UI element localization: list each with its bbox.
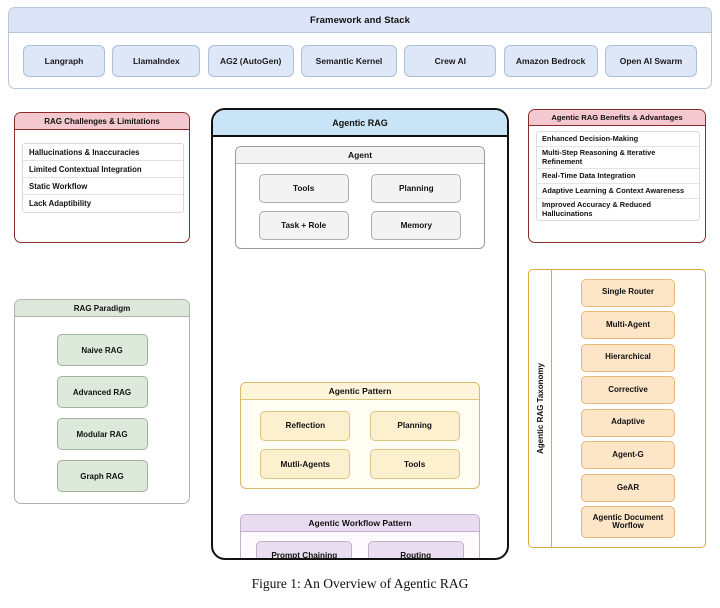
agentic-rag-benefits-panel: Agentic RAG Benefits & Advantages Enhanc… xyxy=(528,109,706,243)
rag-paradigm-panel: RAG Paradigm Naive RAG Advanced RAG Modu… xyxy=(14,299,190,504)
agentic-workflow-chip-grid: Prompt Chaining Routing Orchestrator-wor… xyxy=(241,535,479,558)
taxonomy-chip-agentic-document-worflow[interactable]: Agentic Document Worflow xyxy=(581,506,675,539)
taxonomy-chip-gear[interactable]: GeAR xyxy=(581,473,675,502)
agent-title: Agent xyxy=(236,147,484,164)
pattern-chip-planning[interactable]: Planning xyxy=(369,410,460,441)
agent-chip-tools[interactable]: Tools xyxy=(258,174,349,203)
paradigm-chip-modular-rag[interactable]: Modular RAG xyxy=(56,418,148,450)
pattern-chip-multi-agents[interactable]: Mutli-Agents xyxy=(260,449,351,480)
paradigm-chip-naive-rag[interactable]: Naive RAG xyxy=(56,334,148,366)
taxonomy-chip-adaptive[interactable]: Adaptive xyxy=(581,408,675,437)
paradigm-chip-advanced-rag[interactable]: Advanced RAG xyxy=(56,376,148,408)
rag-challenges-list: Hallucinations & Inaccuracies Limited Co… xyxy=(22,143,184,213)
agentic-rag-panel: Agentic RAG Agent Tools Planning Task + … xyxy=(211,108,509,560)
workflow-chip-routing[interactable]: Routing xyxy=(367,540,464,558)
agentic-rag-title: Agentic RAG xyxy=(213,110,507,137)
framework-chip-semantic-kernel[interactable]: Semantic Kernel xyxy=(300,45,397,77)
framework-chip-langraph[interactable]: Langraph xyxy=(23,45,105,77)
rag-paradigm-title: RAG Paradigm xyxy=(15,300,189,317)
agent-chip-grid: Tools Planning Task + Role Memory xyxy=(236,166,484,248)
agentic-workflow-pattern-subpanel: Agentic Workflow Pattern Prompt Chaining… xyxy=(240,514,480,558)
agentic-pattern-title: Agentic Pattern xyxy=(241,383,479,400)
list-item: Limited Contextual Integration xyxy=(23,161,183,178)
framework-chip-amazon-bedrock[interactable]: Amazon Bedrock xyxy=(503,45,598,77)
agent-subpanel: Agent Tools Planning Task + Role Memory xyxy=(235,146,485,249)
taxonomy-chip-corrective[interactable]: Corrective xyxy=(581,376,675,405)
workflow-row: Prompt Chaining Routing xyxy=(241,540,479,558)
framework-chip-ag2[interactable]: AG2 (AutoGen) xyxy=(207,45,294,77)
framework-chip-open-ai-swarm[interactable]: Open AI Swarm xyxy=(604,45,697,77)
agentic-rag-taxonomy-panel: Agentic RAG Taxonomy Single Router Multi… xyxy=(528,269,706,548)
rag-paradigm-list: Naive RAG Advanced RAG Modular RAG Graph… xyxy=(15,324,189,502)
list-item: Enhanced Decision-Making xyxy=(537,132,699,147)
agentic-pattern-chip-grid: Reflection Planning Mutli-Agents Tools xyxy=(241,402,479,488)
framework-chip-crew-ai[interactable]: Crew AI xyxy=(404,45,497,77)
paradigm-chip-graph-rag[interactable]: Graph RAG xyxy=(56,460,148,492)
framework-chip-row: Langraph LlamaIndex AG2 (AutoGen) Semant… xyxy=(9,32,711,88)
list-item: Adaptive Learning & Context Awareness xyxy=(537,184,699,200)
taxonomy-chip-hierarchical[interactable]: Hierarchical xyxy=(581,343,675,372)
list-item: Real-Time Data Integration xyxy=(537,169,699,185)
pattern-chip-tools[interactable]: Tools xyxy=(369,449,460,480)
agent-chip-task-role[interactable]: Task + Role xyxy=(258,211,349,240)
agentic-rag-benefits-title: Agentic RAG Benefits & Advantages xyxy=(529,110,705,126)
framework-chip-llamaindex[interactable]: LlamaIndex xyxy=(112,45,201,77)
taxonomy-chip-single-router[interactable]: Single Router xyxy=(581,278,675,307)
list-item: Hallucinations & Inaccuracies xyxy=(23,144,183,161)
list-item: Multi-Step Reasoning & Iterative Refinem… xyxy=(537,147,699,170)
framework-panel-title: Framework and Stack xyxy=(9,8,711,33)
rag-challenges-title: RAG Challenges & Limitations xyxy=(15,113,189,130)
agentic-rag-taxonomy-list: Single Router Multi-Agent Hierarchical C… xyxy=(551,270,705,547)
workflow-chip-prompt-chaining[interactable]: Prompt Chaining xyxy=(256,540,353,558)
agent-chip-memory[interactable]: Memory xyxy=(371,211,462,240)
rag-challenges-panel: RAG Challenges & Limitations Hallucinati… xyxy=(14,112,190,243)
list-item: Static Workflow xyxy=(23,178,183,195)
agentic-pattern-subpanel: Agentic Pattern Reflection Planning Mutl… xyxy=(240,382,480,489)
agentic-workflow-pattern-title: Agentic Workflow Pattern xyxy=(241,515,479,532)
figure-caption: Figure 1: An Overview of Agentic RAG xyxy=(251,576,469,591)
taxonomy-chip-agent-g[interactable]: Agent-G xyxy=(581,441,675,470)
list-item: Lack Adaptibility xyxy=(29,199,92,208)
taxonomy-chip-multi-agent[interactable]: Multi-Agent xyxy=(581,311,675,340)
list-item: Improved Accuracy & Reduced Hallucinatio… xyxy=(542,200,651,218)
pattern-chip-reflection[interactable]: Reflection xyxy=(260,410,351,441)
taxonomy-title-text: Agentic RAG Taxonomy xyxy=(535,363,545,454)
framework-and-stack-panel: Framework and Stack Langraph LlamaIndex … xyxy=(8,7,712,89)
agentic-rag-taxonomy-title: Agentic RAG Taxonomy xyxy=(529,270,552,547)
agent-chip-planning[interactable]: Planning xyxy=(371,174,462,203)
agentic-rag-benefits-list: Enhanced Decision-Making Multi-Step Reas… xyxy=(536,131,700,222)
